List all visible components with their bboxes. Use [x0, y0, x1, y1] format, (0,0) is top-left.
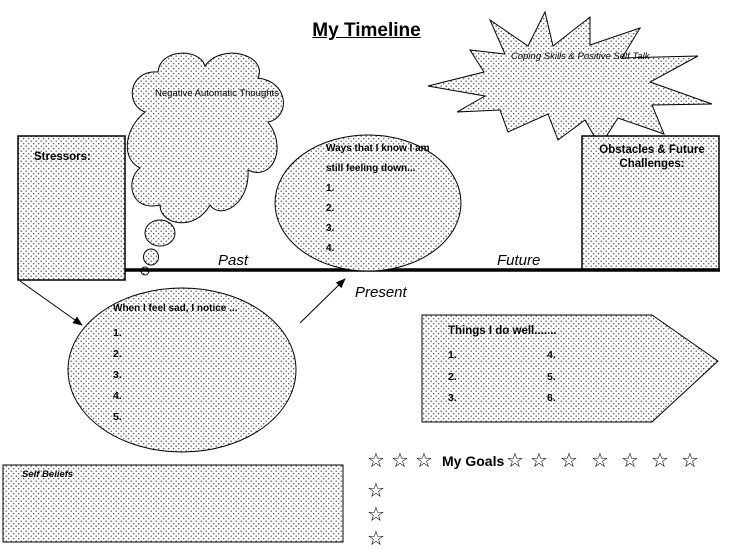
star-icon: ☆ [530, 448, 548, 472]
ways-line-1: Ways that I know I am [326, 143, 430, 154]
things-well-item-6: 6. [547, 392, 556, 404]
ways-line-2: still feeling down... [326, 163, 416, 174]
sad-items: 1. 2. 3. 4. 5. [113, 323, 122, 428]
star-icon: ☆ [681, 448, 699, 472]
star-icon: ☆ [367, 526, 385, 550]
ways-text: Ways that I know I am still feeling down… [326, 139, 430, 259]
ways-item-4: 4. [326, 243, 335, 254]
things-well-right: 4. 5. 6. [547, 345, 556, 410]
future-label: Future [497, 252, 541, 269]
things-well-left: 1. 2. 3. [448, 345, 457, 410]
stressors-label: Stressors: [34, 151, 91, 163]
stressors-arrow [19, 280, 83, 326]
obstacles-line-2: Challenges: [619, 158, 685, 170]
sad-item-4: 4. [113, 390, 122, 402]
star-icon: ☆ [367, 502, 385, 526]
star-icon: ☆ [415, 448, 433, 472]
things-well-item-1: 1. [448, 349, 457, 361]
things-well-item-3: 3. [448, 392, 457, 404]
ways-item-3: 3. [326, 223, 335, 234]
star-icon: ☆ [367, 478, 385, 502]
things-well-item-2: 2. [448, 370, 457, 383]
sad-item-5: 5. [113, 411, 122, 423]
sad-heading: When I feel sad, I notice ... [113, 303, 238, 314]
things-well-item-5: 5. [547, 370, 556, 383]
coping-starburst [427, 10, 713, 147]
things-well-arrow [421, 314, 719, 423]
negative-thoughts-label: Negative Automatic Thoughts [155, 88, 279, 99]
ways-item-1: 1. [326, 183, 335, 194]
coping-label: Coping Skills & Positive Self Talk [511, 51, 650, 62]
self-beliefs-box [2, 464, 344, 543]
thought-cloud [126, 52, 284, 276]
things-well-item-4: 4. [547, 349, 556, 361]
star-icon: ☆ [651, 448, 669, 472]
star-icon: ☆ [621, 448, 639, 472]
ways-oval [274, 134, 462, 272]
sad-item-3: 3. [113, 369, 122, 381]
present-label: Present [355, 284, 407, 301]
sad-oval [67, 287, 297, 453]
ways-item-2: 2. [326, 203, 335, 214]
sad-item-2: 2. [113, 348, 122, 360]
star-icon: ☆ [591, 448, 609, 472]
star-icon: ☆ [560, 448, 578, 472]
star-icon: ☆ [506, 448, 524, 472]
star-icon: ☆ [367, 448, 385, 472]
things-well-heading: Things I do well....... [448, 325, 557, 337]
page-title: My Timeline [312, 20, 421, 41]
past-label: Past [218, 252, 249, 269]
goals-label: My Goals [442, 453, 505, 469]
obstacles-label: Obstacles & Future Challenges: [584, 143, 720, 171]
sad-item-1: 1. [113, 327, 122, 339]
star-icon: ☆ [391, 448, 409, 472]
stressors-box [17, 135, 126, 281]
self-beliefs-label: Self Beliefs [22, 469, 74, 480]
present-arrow [299, 278, 346, 324]
obstacles-line-1: Obstacles & Future [599, 144, 705, 156]
